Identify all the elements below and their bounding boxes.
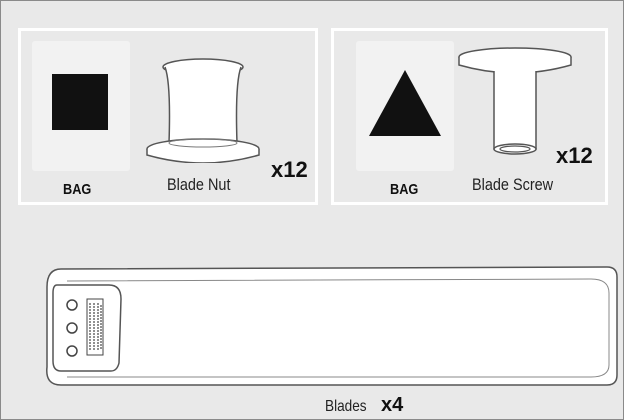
part-name-label: Blade Screw bbox=[472, 175, 553, 195]
quantity-label: x12 bbox=[556, 143, 593, 169]
blade-screw-panel: BAG Blade Screw x12 bbox=[331, 28, 608, 205]
bag-label: BAG bbox=[63, 181, 91, 198]
part-name-label: Blade Nut bbox=[167, 175, 230, 195]
quantity-label: x12 bbox=[271, 157, 308, 183]
bag-label: BAG bbox=[390, 181, 418, 198]
bag-square-icon bbox=[32, 41, 130, 171]
blade-nut-panel: BAG Blade Nut x12 bbox=[18, 28, 318, 205]
bag-triangle-icon bbox=[356, 41, 454, 171]
blades-label: Blades bbox=[325, 398, 367, 416]
blades-quantity-label: x4 bbox=[381, 394, 403, 417]
blade-icon bbox=[41, 263, 621, 391]
blade-nut-icon bbox=[143, 53, 263, 163]
